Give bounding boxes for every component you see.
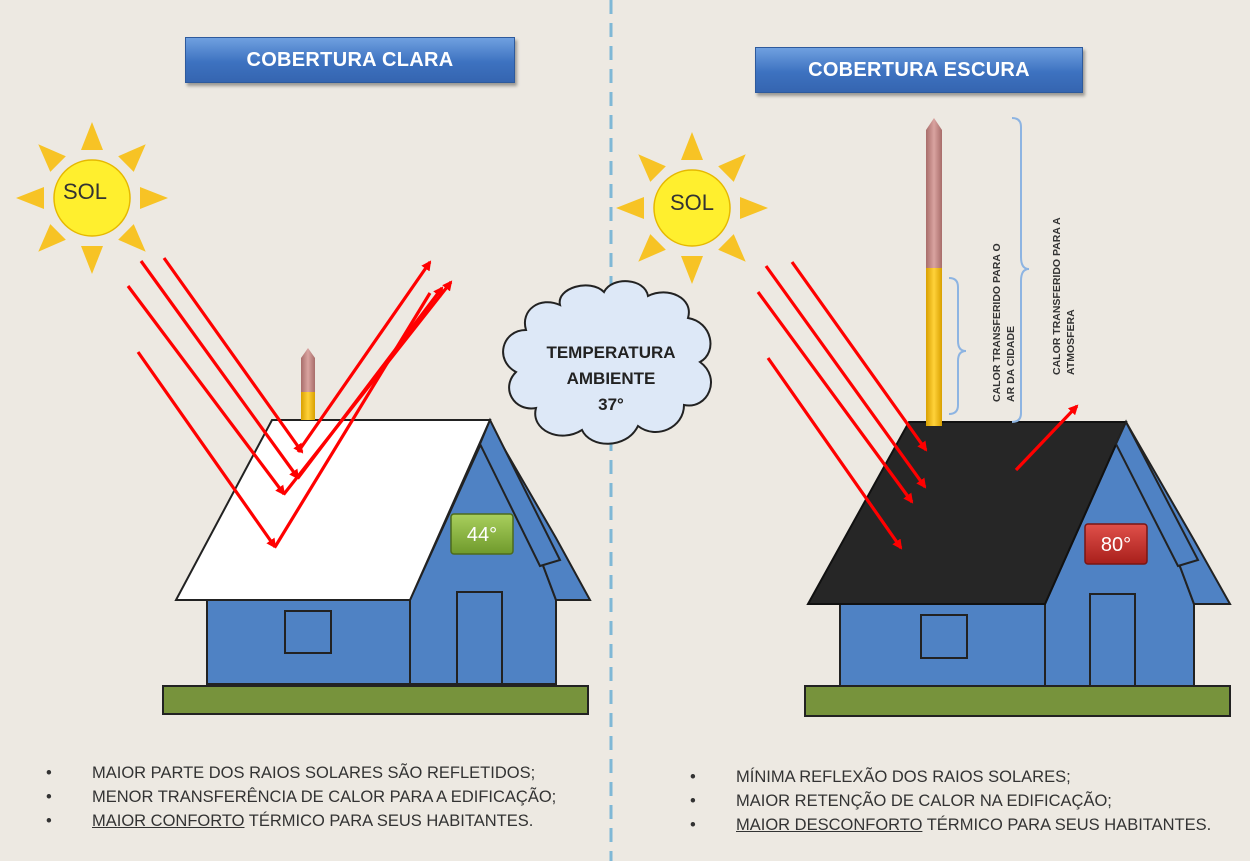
- door: [1089, 593, 1136, 687]
- light-roof: [174, 419, 492, 601]
- window: [920, 614, 968, 659]
- sun-ray: [718, 234, 746, 262]
- bullet-text: TÉRMICO PARA SEUS HABITANTES.: [244, 812, 534, 830]
- arrow-icon: [162, 257, 304, 454]
- arrow-icon: [766, 357, 903, 550]
- cloud-label-line1: TEMPERATURA: [546, 343, 675, 362]
- arrow-icon: [282, 280, 453, 495]
- bullet-text: MAIOR PARTE DOS RAIOS SOLARES SÃO REFLET…: [92, 764, 536, 782]
- sun-ray: [38, 144, 66, 172]
- front-wall: [206, 599, 411, 685]
- thermometer-icon: [301, 348, 315, 420]
- badge-text-dark: 80°: [1101, 534, 1131, 556]
- arrow-icon: [296, 260, 432, 453]
- sun-ray: [16, 187, 44, 209]
- arrow-icon: [139, 260, 300, 480]
- bracket-label-atm-line2: ATMOSFERA: [1065, 309, 1077, 375]
- title-dark-roof-text: COBERTURA ESCURA: [808, 59, 1030, 81]
- sun-label-right: SOL: [670, 190, 714, 215]
- bullet-list-dark: MÍNIMA REFLEXÃO DOS RAIOS SOLARES; MAIOR…: [690, 765, 1211, 837]
- bracket-label-city-line2: AR DA CIDADE: [1005, 326, 1017, 402]
- bullet-item: MAIOR DESCONFORTO TÉRMICO PARA SEUS HABI…: [690, 813, 1211, 837]
- sun-ray: [718, 154, 746, 182]
- bracket-city: [948, 277, 967, 415]
- bullet-item: MENOR TRANSFERÊNCIA DE CALOR PARA A EDIF…: [46, 785, 556, 809]
- bullet-text: TÉRMICO PARA SEUS HABITANTES.: [922, 816, 1212, 834]
- sun-ray: [118, 144, 146, 172]
- bullet-underlined-text: MAIOR DESCONFORTO: [736, 816, 923, 834]
- sun-label-left: SOL: [63, 179, 107, 204]
- sun-ray: [38, 224, 66, 252]
- bracket-label-city-line1: CALOR TRANSFERIDO PARA O: [991, 243, 1003, 402]
- sun-disc: [53, 159, 131, 237]
- front-wall: [839, 603, 1046, 687]
- sun-ray: [81, 122, 103, 150]
- bullet-item: MAIOR RETENÇÃO DE CALOR NA EDIFICAÇÃO;: [690, 789, 1211, 813]
- temperature-badge-dark: [1084, 523, 1148, 565]
- house-icon: [804, 419, 1232, 717]
- door: [456, 591, 503, 685]
- bullet-text: MÍNIMA REFLEXÃO DOS RAIOS SOLARES;: [736, 768, 1071, 786]
- bracket-label-atm-line1: CALOR TRANSFERIDO PARA A: [1051, 217, 1063, 375]
- sun-ray: [616, 197, 644, 219]
- house-icon: [162, 417, 592, 715]
- sun-ray: [740, 197, 768, 219]
- title-dark-roof: COBERTURA ESCURA: [755, 47, 1083, 93]
- sun-disc: [653, 169, 731, 247]
- temperature-badge-light: [450, 513, 514, 555]
- bullet-item: MAIOR PARTE DOS RAIOS SOLARES SÃO REFLET…: [46, 761, 556, 785]
- bullet-list-light: MAIOR PARTE DOS RAIOS SOLARES SÃO REFLET…: [46, 761, 556, 833]
- arrow-icon: [790, 261, 928, 452]
- arrow-icon: [273, 292, 432, 548]
- arrow-icon: [136, 351, 277, 549]
- sun-icon: [16, 122, 168, 274]
- thermometer-icon: [926, 118, 942, 426]
- cloud-label-line2: AMBIENTE: [567, 369, 656, 388]
- bullet-underlined-text: MAIOR CONFORTO: [92, 812, 245, 830]
- sun-ray: [681, 256, 703, 284]
- bullet-item: MÍNIMA REFLEXÃO DOS RAIOS SOLARES;: [690, 765, 1211, 789]
- title-light-roof: COBERTURA CLARA: [185, 37, 515, 83]
- bullet-text: MENOR TRANSFERÊNCIA DE CALOR PARA A EDIF…: [92, 788, 557, 806]
- sun-ray: [118, 224, 146, 252]
- sun-ray: [81, 246, 103, 274]
- sun-ray: [638, 154, 666, 182]
- bracket-atmosphere: [1011, 117, 1030, 423]
- sun-ray: [681, 132, 703, 160]
- arrow-icon: [126, 285, 286, 496]
- ground: [162, 685, 589, 715]
- sun-ray: [638, 234, 666, 262]
- cloud-label-line3: 37°: [598, 395, 624, 414]
- title-light-roof-text: COBERTURA CLARA: [246, 49, 454, 71]
- sun-icon: [616, 132, 768, 284]
- arrow-icon: [764, 265, 927, 489]
- ground: [804, 685, 1231, 717]
- cloud-icon: [502, 280, 712, 445]
- bullet-text: MAIOR RETENÇÃO DE CALOR NA EDIFICAÇÃO;: [736, 792, 1112, 810]
- arrow-icon: [1014, 404, 1079, 472]
- badge-text-light: 44°: [467, 524, 497, 546]
- sun-ray: [140, 187, 168, 209]
- bullet-item: MAIOR CONFORTO TÉRMICO PARA SEUS HABITAN…: [46, 809, 556, 833]
- window: [284, 610, 332, 654]
- arrow-icon: [756, 291, 914, 504]
